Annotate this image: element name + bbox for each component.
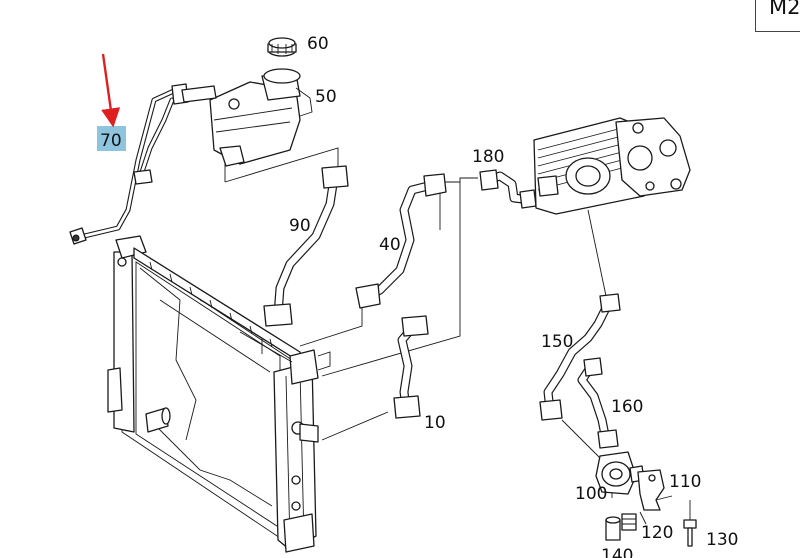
callout-140: 140 (601, 546, 633, 558)
hose-90 (263, 165, 349, 327)
red-indicator-arrow (101, 53, 121, 128)
highlight-part-70 (97, 126, 126, 151)
expansion-tank-cap (267, 37, 297, 57)
hose-10 (393, 315, 429, 419)
hardware (605, 513, 697, 547)
corner-badge-label: M2 (769, 0, 800, 19)
callout-160: 160 (611, 397, 643, 417)
bolt-130-shank (687, 527, 693, 547)
callout-110: 110 (669, 472, 701, 492)
callout-10: 10 (424, 413, 446, 433)
callout-100: 100 (575, 484, 607, 504)
hose-160 (577, 357, 619, 449)
bleed-hose-assembly (69, 83, 189, 245)
bracket-110 (637, 469, 673, 511)
corner-badge-frame (755, 0, 800, 32)
callout-130: 130 (706, 530, 738, 550)
hose-150 (539, 293, 621, 421)
auxiliary-water-pump (595, 451, 645, 495)
hose-40 (355, 173, 447, 309)
oil-cooler-housing (533, 117, 691, 215)
callout-50: 50 (315, 87, 337, 107)
callout-180: 180 (472, 147, 504, 167)
bolt-130-head (683, 519, 697, 529)
callout-90: 90 (289, 216, 311, 236)
hose-180 (479, 169, 537, 209)
callout-40: 40 (379, 235, 401, 255)
expansion-tank (181, 68, 313, 167)
radiator (107, 235, 331, 553)
callout-60: 60 (307, 34, 329, 54)
callout-120: 120 (641, 523, 673, 543)
grommet-120 (621, 513, 637, 531)
callout-70: 70 (100, 131, 122, 151)
callout-150: 150 (541, 332, 573, 352)
